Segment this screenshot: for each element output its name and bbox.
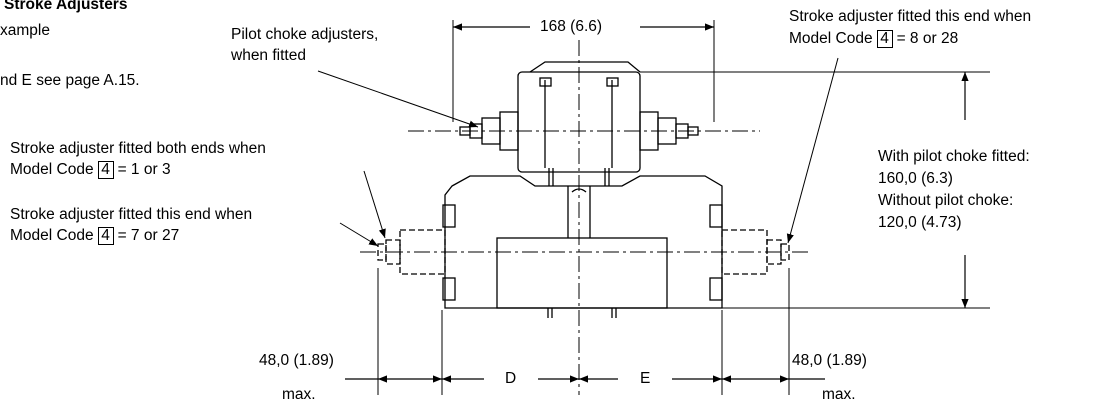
dim-height-with-label: With pilot choke fitted: (878, 148, 1030, 165)
model-code-box: 4 (97, 227, 114, 245)
model-code-value: = 1 or 3 (117, 161, 171, 178)
both-ends-callout-line1: Stroke adjuster fitted both ends when (10, 140, 266, 157)
model-code-value: = 7 or 27 (117, 227, 180, 244)
leader-this-end (339, 222, 379, 247)
dim-right-max-suffix: max. (822, 386, 856, 403)
solenoid-housing (496, 237, 668, 309)
leader-pilot-choke (317, 70, 479, 128)
dim-left-max-value: 48,0 (1.89) (259, 352, 334, 369)
pilot-choke-callout-line2: when fitted (231, 47, 306, 64)
dim-e-label: E (640, 370, 651, 387)
main-valve-body (444, 175, 723, 309)
dim-height-without-value: 120,0 (4.73) (878, 214, 962, 231)
model-code-value: = 8 or 28 (896, 30, 959, 47)
dim-top-width-label: 168 (6.6) (540, 18, 603, 35)
leader-top-right (786, 57, 839, 244)
example-text: xample (0, 22, 50, 39)
dim-left-max-suffix: max. (282, 386, 316, 403)
dim-d-label: D (505, 370, 517, 387)
dim-height-with-value: 160,0 (6.3) (878, 170, 953, 187)
top-right-callout-line1: Stroke adjuster fitted this end when (789, 8, 1032, 25)
this-end-callout-line1: Stroke adjuster fitted this end when (10, 206, 253, 223)
pilot-cap (529, 61, 641, 73)
dim-height-without-label: Without pilot choke: (878, 192, 1014, 209)
see-page-text: nd E see page A.15. (0, 72, 140, 89)
model-code-label: Model Code (10, 161, 94, 178)
model-code-box: 4 (97, 161, 114, 179)
leader-both-ends (363, 170, 386, 239)
section-title: Stroke Adjusters (4, 0, 128, 13)
model-code-label: Model Code (10, 227, 94, 244)
pilot-choke-callout-line1: Pilot choke adjusters, (231, 26, 379, 43)
model-code-box: 4 (876, 30, 893, 48)
dim-right-max-value: 48,0 (1.89) (792, 352, 867, 369)
model-code-label: Model Code (789, 30, 873, 47)
